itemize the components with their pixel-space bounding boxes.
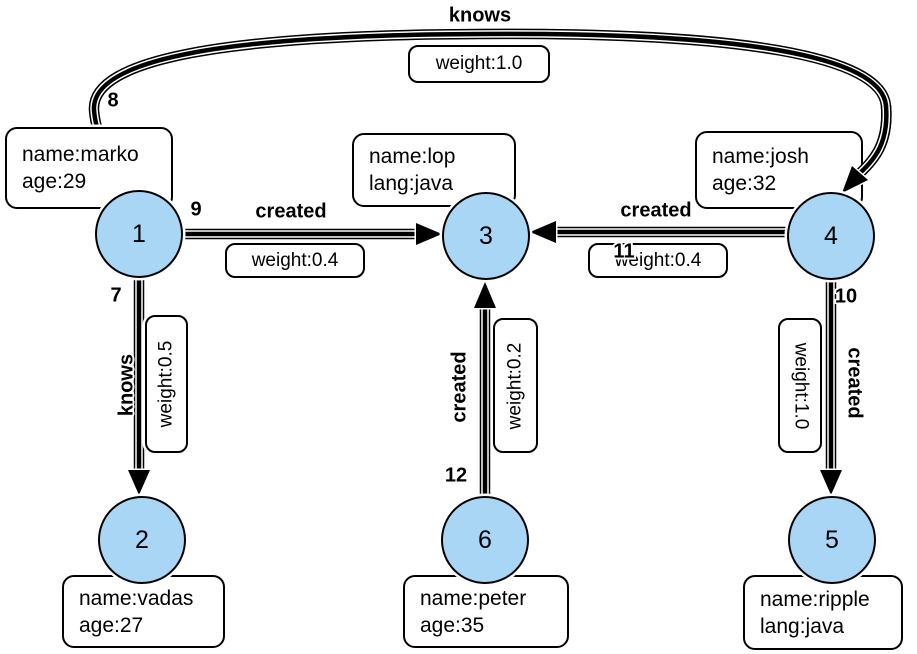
edge-9-id: 9	[190, 198, 202, 221]
property-line: name:lop	[369, 145, 456, 168]
weight-text: weight:1.0	[435, 53, 523, 74]
property-line: name:peter	[420, 586, 527, 610]
edge-10-id: 10	[834, 285, 858, 308]
edge-7-label: knows	[115, 353, 138, 417]
node-1-label: 1	[132, 219, 146, 248]
node-4[interactable]: 4	[787, 192, 875, 280]
arrowhead	[817, 468, 845, 499]
edge-12-weight-box: weight:0.2	[493, 318, 538, 453]
node-6-properties: name:peter age:35	[403, 575, 569, 648]
node-2-label: 2	[135, 525, 149, 554]
edge-11-label: created	[620, 199, 692, 222]
node-2[interactable]: 2	[98, 496, 186, 584]
property-line: name:marko	[22, 143, 139, 166]
node-5-label: 5	[825, 525, 839, 554]
edge-8-label: knows	[448, 4, 512, 27]
weight-text: weight:0.4	[614, 249, 702, 271]
node-4-label: 4	[824, 221, 838, 250]
edge-11-weight-box: weight:0.4	[588, 243, 728, 278]
edge-9-weight-box: weight:0.4	[225, 243, 365, 278]
property-line: name:josh	[712, 145, 809, 168]
property-line: age:27	[79, 613, 144, 637]
edge-12-label: created	[448, 351, 471, 423]
property-line: name:ripple	[760, 587, 870, 611]
property-line: age:29	[22, 170, 87, 193]
edge-8-id: 8	[107, 89, 119, 112]
property-line: age:35	[420, 613, 485, 637]
property-line: lang:java	[760, 614, 845, 638]
arrowhead	[526, 218, 558, 246]
node-5-properties: name:ripple lang:java	[743, 575, 903, 650]
weight-text: weight:0.5	[155, 340, 177, 428]
weight-text: weight:1.0	[790, 342, 811, 429]
edge-9-label: created	[255, 200, 327, 223]
edge-10-label: created	[843, 347, 866, 419]
node-6[interactable]: 6	[441, 496, 529, 584]
edge-7-id: 7	[110, 284, 122, 307]
edge-11-id: 11	[613, 240, 635, 263]
weight-text: weight:0.2	[504, 342, 526, 429]
property-line: name:vadas	[79, 586, 194, 610]
node-6-label: 6	[478, 525, 492, 554]
edge-11-created-line[interactable]	[526, 218, 786, 246]
edge-8-weight-box: weight:1.0	[408, 45, 550, 83]
arrowhead	[414, 220, 446, 248]
node-1[interactable]: 1	[95, 190, 183, 278]
node-3[interactable]: 3	[442, 192, 530, 280]
node-3-label: 3	[479, 221, 493, 250]
arrowhead	[471, 278, 499, 310]
node-2-properties: name:vadas age:27	[62, 575, 225, 648]
edge-10-created-line[interactable]	[817, 280, 845, 499]
edge-9-created-line[interactable]	[184, 220, 446, 248]
edge-10-weight-box: weight:1.0	[778, 318, 822, 453]
arrowhead	[125, 468, 153, 499]
node-5[interactable]: 5	[788, 496, 876, 584]
edge-7-weight-box: weight:0.5	[145, 315, 188, 453]
edge-12-id: 12	[444, 464, 468, 487]
weight-text: weight:0.4	[251, 249, 339, 271]
